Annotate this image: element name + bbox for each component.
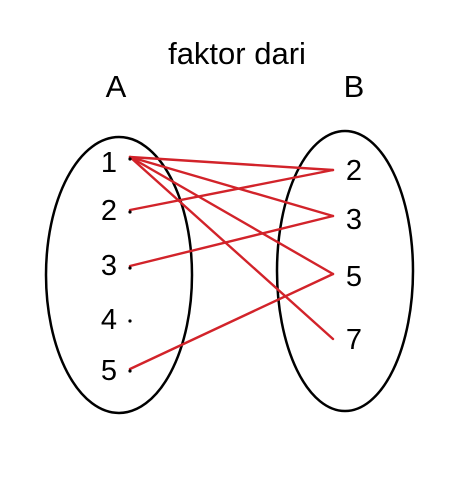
relation-lines <box>128 155 335 371</box>
set-a-element-2: 2 <box>101 195 117 227</box>
set-a-label: A <box>106 69 127 104</box>
set-a-element-1: 1 <box>101 147 117 179</box>
set-b-label: B <box>344 69 365 104</box>
relation-line-1-to-3 <box>128 155 335 218</box>
relation-line-2-to-2 <box>128 168 335 212</box>
relation-line-5-to-5 <box>128 272 335 371</box>
set-a-point-1 <box>128 157 132 161</box>
relation-line-1-to-2 <box>128 155 335 172</box>
set-b-oval <box>275 129 415 413</box>
set-b-element-7: 7 <box>346 324 362 356</box>
relation-line-1-to-5 <box>128 155 335 276</box>
set-b-elements: 2 3 5 7 <box>346 155 362 356</box>
set-a-element-5: 5 <box>101 355 117 387</box>
set-a-point-2 <box>128 210 132 214</box>
set-b-element-2: 2 <box>346 155 362 187</box>
diagram-title: faktor dari <box>168 36 306 71</box>
set-a-point-4 <box>128 319 132 323</box>
set-a-elements: 1 2 3 4 5 <box>101 147 132 387</box>
set-a-point-3 <box>128 266 132 270</box>
set-a-oval <box>44 135 194 415</box>
set-a-element-3: 3 <box>101 250 117 282</box>
set-a-element-4: 4 <box>101 304 117 336</box>
set-b-element-5: 5 <box>346 261 362 293</box>
relation-line-1-to-7 <box>128 155 335 341</box>
set-b-element-3: 3 <box>346 204 362 236</box>
relation-line-3-to-3 <box>128 214 335 268</box>
set-a-point-5 <box>128 369 132 373</box>
